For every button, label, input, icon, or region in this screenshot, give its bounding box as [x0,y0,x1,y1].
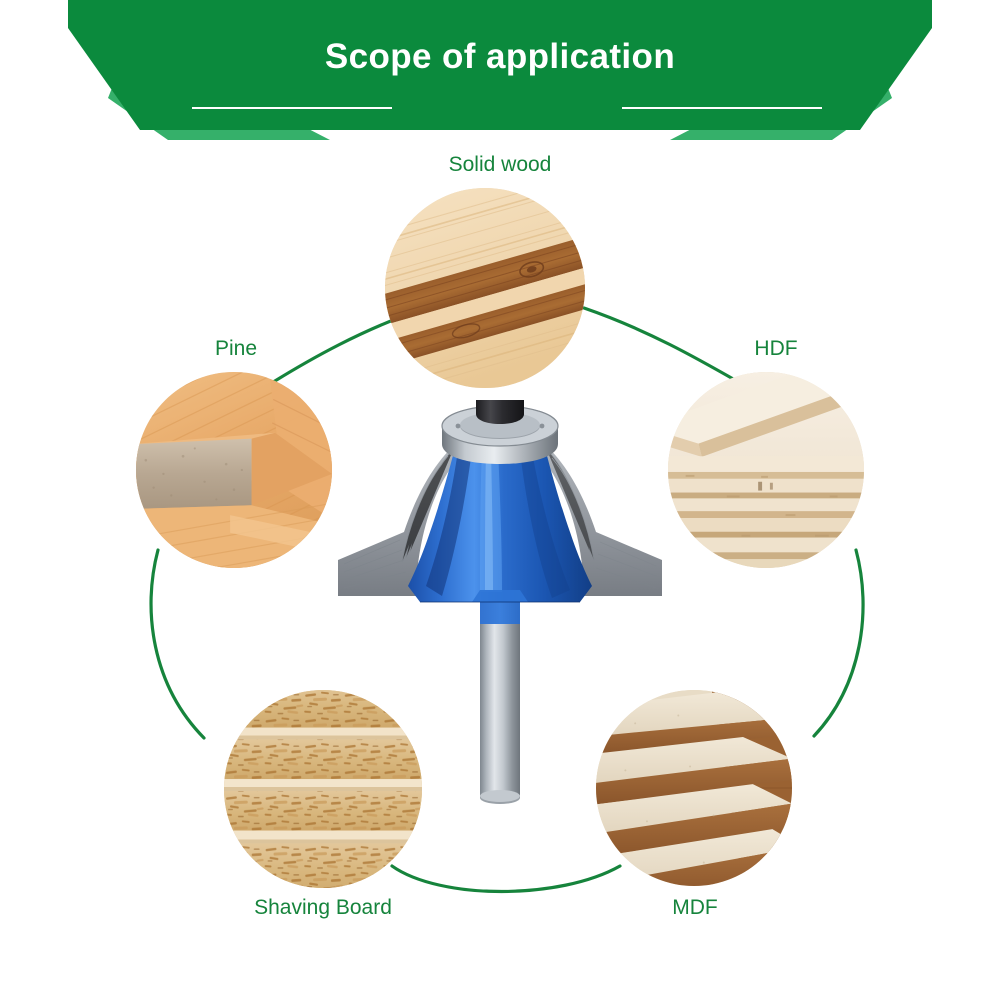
node-image-pine [136,372,332,568]
node-image-mdf [596,690,792,886]
roundover-router-bit [330,400,670,820]
application-scope-diagram: Solid wood [0,140,1000,1000]
node-label-shaving-board: Shaving Board [254,896,392,919]
header-rule-left [192,107,392,109]
node-image-hdf [668,372,864,568]
page-title: Scope of application [324,37,676,76]
header-background-shape [68,0,932,140]
carbide-cutting-edges [338,442,662,596]
node-label-mdf: MDF [672,896,718,919]
router-shank [480,596,520,804]
node-label-pine: Pine [214,337,258,360]
node-label-solid-wood: Solid wood [448,153,552,176]
ring-arc-right [812,548,865,738]
router-bearing [441,400,559,464]
node-image-shaving-board [224,690,422,888]
header-main-shape [68,0,932,130]
router-body [408,444,592,624]
node-image-solid-wood [385,188,585,388]
ring-arc-left [149,548,206,740]
node-label-hdf: HDF [754,337,798,360]
ring-arc-bottom [390,864,622,894]
header-rule-right [622,107,822,109]
header-banner: Scope of application [0,0,1000,140]
